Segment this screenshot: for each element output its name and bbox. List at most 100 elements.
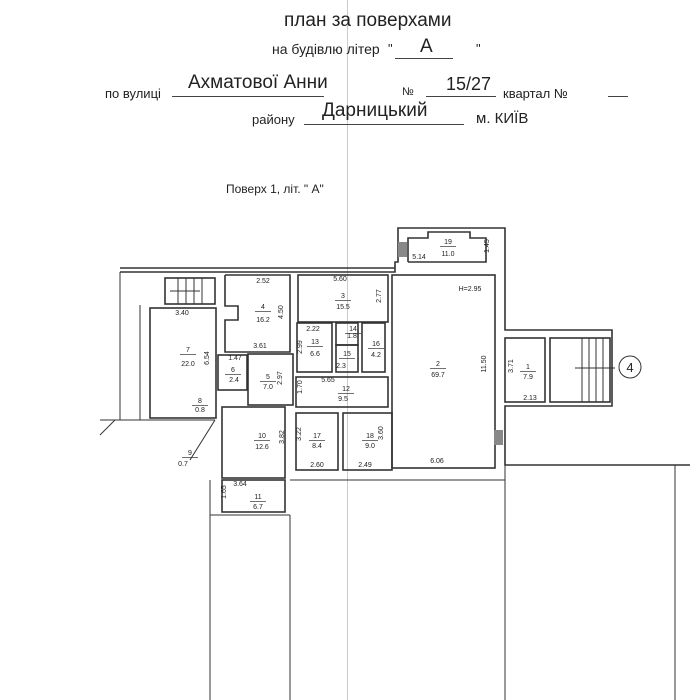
room-17-number: 17	[313, 433, 321, 440]
stairs-west	[164, 277, 216, 305]
room-4-dimension: 4.50	[278, 305, 285, 319]
room-4-dimension: 3.61	[253, 343, 267, 350]
room-7-area: 22.0	[181, 361, 195, 368]
room-10-outline	[221, 406, 286, 479]
room-19-number: 19	[444, 239, 452, 246]
room-3-outline	[297, 274, 389, 323]
room-19-outline	[407, 231, 487, 263]
room-3-dimension: 2.77	[376, 289, 383, 303]
room-8-area: 0.8	[195, 407, 205, 414]
room-15-outline	[335, 344, 359, 373]
room-16-area: 4.2	[371, 352, 381, 359]
street-underline	[172, 80, 324, 97]
room-13-dimension: 2.22	[306, 326, 320, 333]
room-11-outline	[221, 479, 286, 513]
room-13-area: 6.6	[310, 351, 320, 358]
room-2-dimension: 11.50	[481, 355, 488, 372]
room-7-number: 7	[186, 347, 190, 354]
room-19-area: 11.0	[441, 251, 454, 258]
room-16-outline	[361, 322, 386, 373]
room-8-number: 8	[198, 398, 202, 405]
plan-title: план за поверхами	[284, 10, 452, 31]
room-13-outline	[296, 322, 333, 373]
room-9-number: 9	[188, 450, 192, 457]
room-9-area: 0.7	[178, 461, 188, 468]
room-4-outline	[224, 274, 291, 353]
room-17-dimension: 3.22	[296, 427, 303, 441]
room-3-area: 15.5	[336, 304, 350, 311]
entrance-marker: 4	[626, 360, 633, 375]
room-1-dimension: 3.71	[508, 359, 515, 373]
building-letter: А	[420, 36, 433, 57]
room-17-area: 8.4	[312, 443, 322, 450]
room-13-number: 13	[311, 339, 319, 346]
building-label: на будівлю літер	[272, 41, 380, 57]
entrance-marker-circle	[618, 355, 642, 379]
street-label: по вулиці	[105, 86, 161, 101]
room-1-dimension: 2.13	[523, 395, 537, 402]
room-13-dimension: 2.99	[297, 340, 304, 354]
room-18-dimension: 2.49	[358, 462, 372, 469]
floor-label: Поверх 1, літ. " А"	[226, 182, 324, 196]
district-label: району	[252, 112, 295, 127]
room-1-number: 1	[526, 364, 530, 371]
room-19-dimension: 1.45	[484, 239, 491, 253]
quote-open: "	[388, 41, 393, 56]
block-label: квартал №	[503, 86, 568, 101]
room-18-area: 9.0	[365, 443, 375, 450]
room-2-dimension: 6.06	[430, 458, 444, 465]
district-name: Дарницький	[322, 100, 428, 121]
room-10-number: 10	[258, 433, 266, 440]
room-4-area: 16.2	[256, 317, 270, 324]
room-12-number: 12	[342, 386, 350, 393]
room-14-number: 14	[349, 326, 357, 333]
chimney-hatch	[494, 430, 503, 445]
stair-treads	[170, 278, 615, 402]
room-17-dimension: 2.60	[310, 462, 324, 469]
room-5-dimension: 2.97	[277, 371, 284, 385]
room-15-area: 2.3	[336, 363, 346, 370]
room-12-dimension: 1.70	[297, 380, 304, 394]
room-17-outline	[295, 412, 339, 471]
number-label: №	[402, 86, 414, 98]
chimney-hatch	[398, 242, 407, 257]
room-16-number: 16	[372, 341, 380, 348]
room-5-area: 7.0	[263, 384, 273, 391]
building-letter-underline	[395, 40, 453, 59]
stairs-east	[549, 337, 611, 403]
room-6-number: 6	[231, 367, 235, 374]
room-12-dimension: 5.65	[321, 377, 335, 384]
room-6-dimension: 1.47	[228, 355, 242, 362]
room-7-outline	[149, 307, 217, 419]
room-12-outline	[295, 376, 389, 408]
room-7-dimension: 6.54	[204, 351, 211, 365]
room-3-number: 3	[341, 293, 345, 300]
room-4-number: 4	[261, 304, 265, 311]
ceiling-height: H=2.95	[459, 286, 482, 293]
room-2-area: 69.7	[431, 372, 445, 379]
room-12-area: 9.5	[338, 396, 348, 403]
room-18-dimension: 3.60	[378, 426, 385, 440]
block-underline	[608, 80, 628, 97]
building-number: 15/27	[446, 74, 492, 94]
city-name: м. КИЇВ	[476, 110, 529, 127]
room-11-dimension: 1.65	[221, 485, 228, 499]
rooms	[149, 231, 615, 513]
room-18-number: 18	[366, 433, 374, 440]
room-2-number: 2	[436, 361, 440, 368]
street-name: Ахматової Анни	[188, 72, 328, 93]
room-6-area: 2.4	[229, 377, 239, 384]
room-11-area: 6.7	[253, 504, 263, 511]
room-5-number: 5	[266, 374, 270, 381]
number-underline	[426, 80, 496, 97]
district-underline	[304, 108, 464, 125]
room-6-outline	[217, 354, 248, 391]
room-10-area: 12.6	[255, 444, 269, 451]
room-3-dimension: 5.60	[333, 276, 347, 283]
room-11-number: 11	[254, 494, 261, 501]
room-1-outline	[504, 337, 546, 403]
room-7-dimension: 3.40	[175, 310, 189, 317]
room-11-dimension: 3.64	[233, 481, 247, 488]
room-2-outline	[391, 274, 496, 469]
